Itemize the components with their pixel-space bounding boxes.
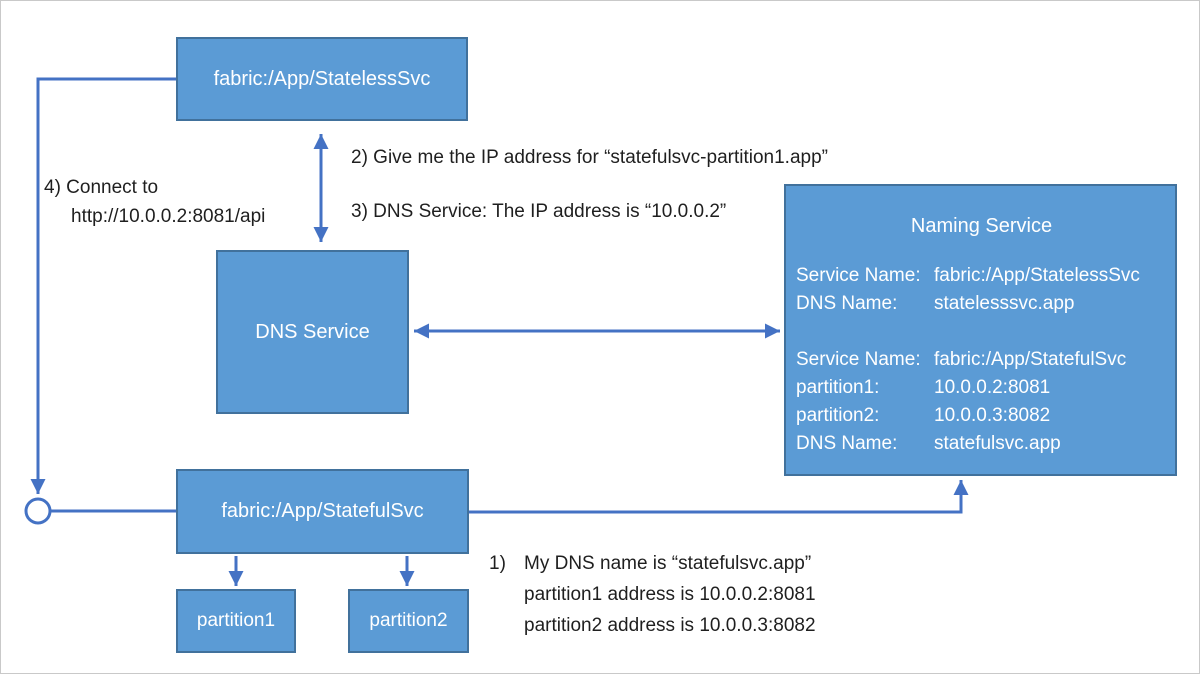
box-dns-service: DNS Service: [216, 250, 409, 414]
naming-entry: Service Name: fabric:/App/StatelessSvc: [796, 262, 1167, 290]
box-partition1: partition1: [176, 589, 296, 653]
naming-entry-label: DNS Name:: [796, 293, 898, 314]
naming-entry-value: 10.0.0.2:8081: [934, 377, 1051, 398]
box-stateful-svc: fabric:/App/StatefulSvc: [176, 469, 469, 554]
annotation-step1: 1) My DNS name is “statefulsvc.app” part…: [489, 548, 816, 641]
naming-entry-value: statefulsvc.app: [934, 433, 1061, 454]
annotation-step4-line1: 4) Connect to: [44, 177, 159, 198]
naming-entry-label: DNS Name:: [796, 433, 898, 454]
naming-entry: DNS Name: statelesssvc.app: [796, 290, 1167, 318]
naming-entry-label: partition1:: [796, 377, 880, 398]
naming-entry-value: fabric:/App/StatefulSvc: [934, 349, 1127, 370]
box-partition2-label: partition2: [369, 610, 448, 631]
naming-entry-value: statelesssvc.app: [934, 293, 1075, 314]
box-naming-service: Naming Service Service Name: fabric:/App/…: [784, 184, 1177, 476]
naming-entry-value: fabric:/App/StatelessSvc: [934, 265, 1140, 286]
annotation-step4-line2: http://10.0.0.2:8081/api: [71, 206, 266, 227]
naming-entry: DNS Name: statefulsvc.app: [796, 430, 1167, 458]
annotation-step1-line1: 1) My DNS name is “statefulsvc.app”: [489, 548, 816, 579]
annotation-step4: 4) Connect to http://10.0.0.2:8081/api: [44, 173, 265, 231]
naming-service-entries: Service Name: fabric:/App/StatelessSvc DN…: [796, 262, 1167, 458]
annotation-step1-number: 1): [489, 553, 506, 574]
lollipop-interface-circle: [24, 497, 52, 525]
box-stateful-svc-label: fabric:/App/StatefulSvc: [221, 500, 424, 522]
box-partition2: partition2: [348, 589, 469, 653]
annotation-step1-line2: partition1 address is 10.0.0.2:8081: [524, 584, 816, 605]
annotation-step1-text1: My DNS name is “statefulsvc.app”: [524, 553, 812, 574]
naming-entry-label: Service Name:: [796, 349, 921, 370]
naming-entry: partition2: 10.0.0.3:8082: [796, 402, 1167, 430]
naming-entry-label: Service Name:: [796, 265, 921, 286]
box-partition1-label: partition1: [196, 610, 276, 631]
box-dns-service-label: DNS Service: [255, 320, 370, 343]
naming-entry: partition1: 10.0.0.2:8081: [796, 374, 1167, 402]
annotation-step2: 2) Give me the IP address for “statefuls…: [351, 147, 828, 168]
annotation-step3: 3) DNS Service: The IP address is “10.0.…: [351, 201, 727, 222]
box-stateless-svc: fabric:/App/StatelessSvc: [176, 37, 468, 121]
naming-entry-label: partition2:: [796, 405, 880, 426]
box-stateless-svc-label: fabric:/App/StatelessSvc: [213, 67, 431, 90]
naming-entry: Service Name: fabric:/App/StatefulSvc: [796, 346, 1167, 374]
naming-entry-value: 10.0.0.3:8082: [934, 405, 1051, 426]
connector-stateless-to-circle-path: [30, 77, 177, 494]
naming-service-title: Naming Service: [910, 215, 1053, 237]
connector-stateful-to-naming-arrow: [468, 480, 969, 514]
annotation-step1-line3: partition2 address is 10.0.0.3:8082: [524, 615, 816, 636]
